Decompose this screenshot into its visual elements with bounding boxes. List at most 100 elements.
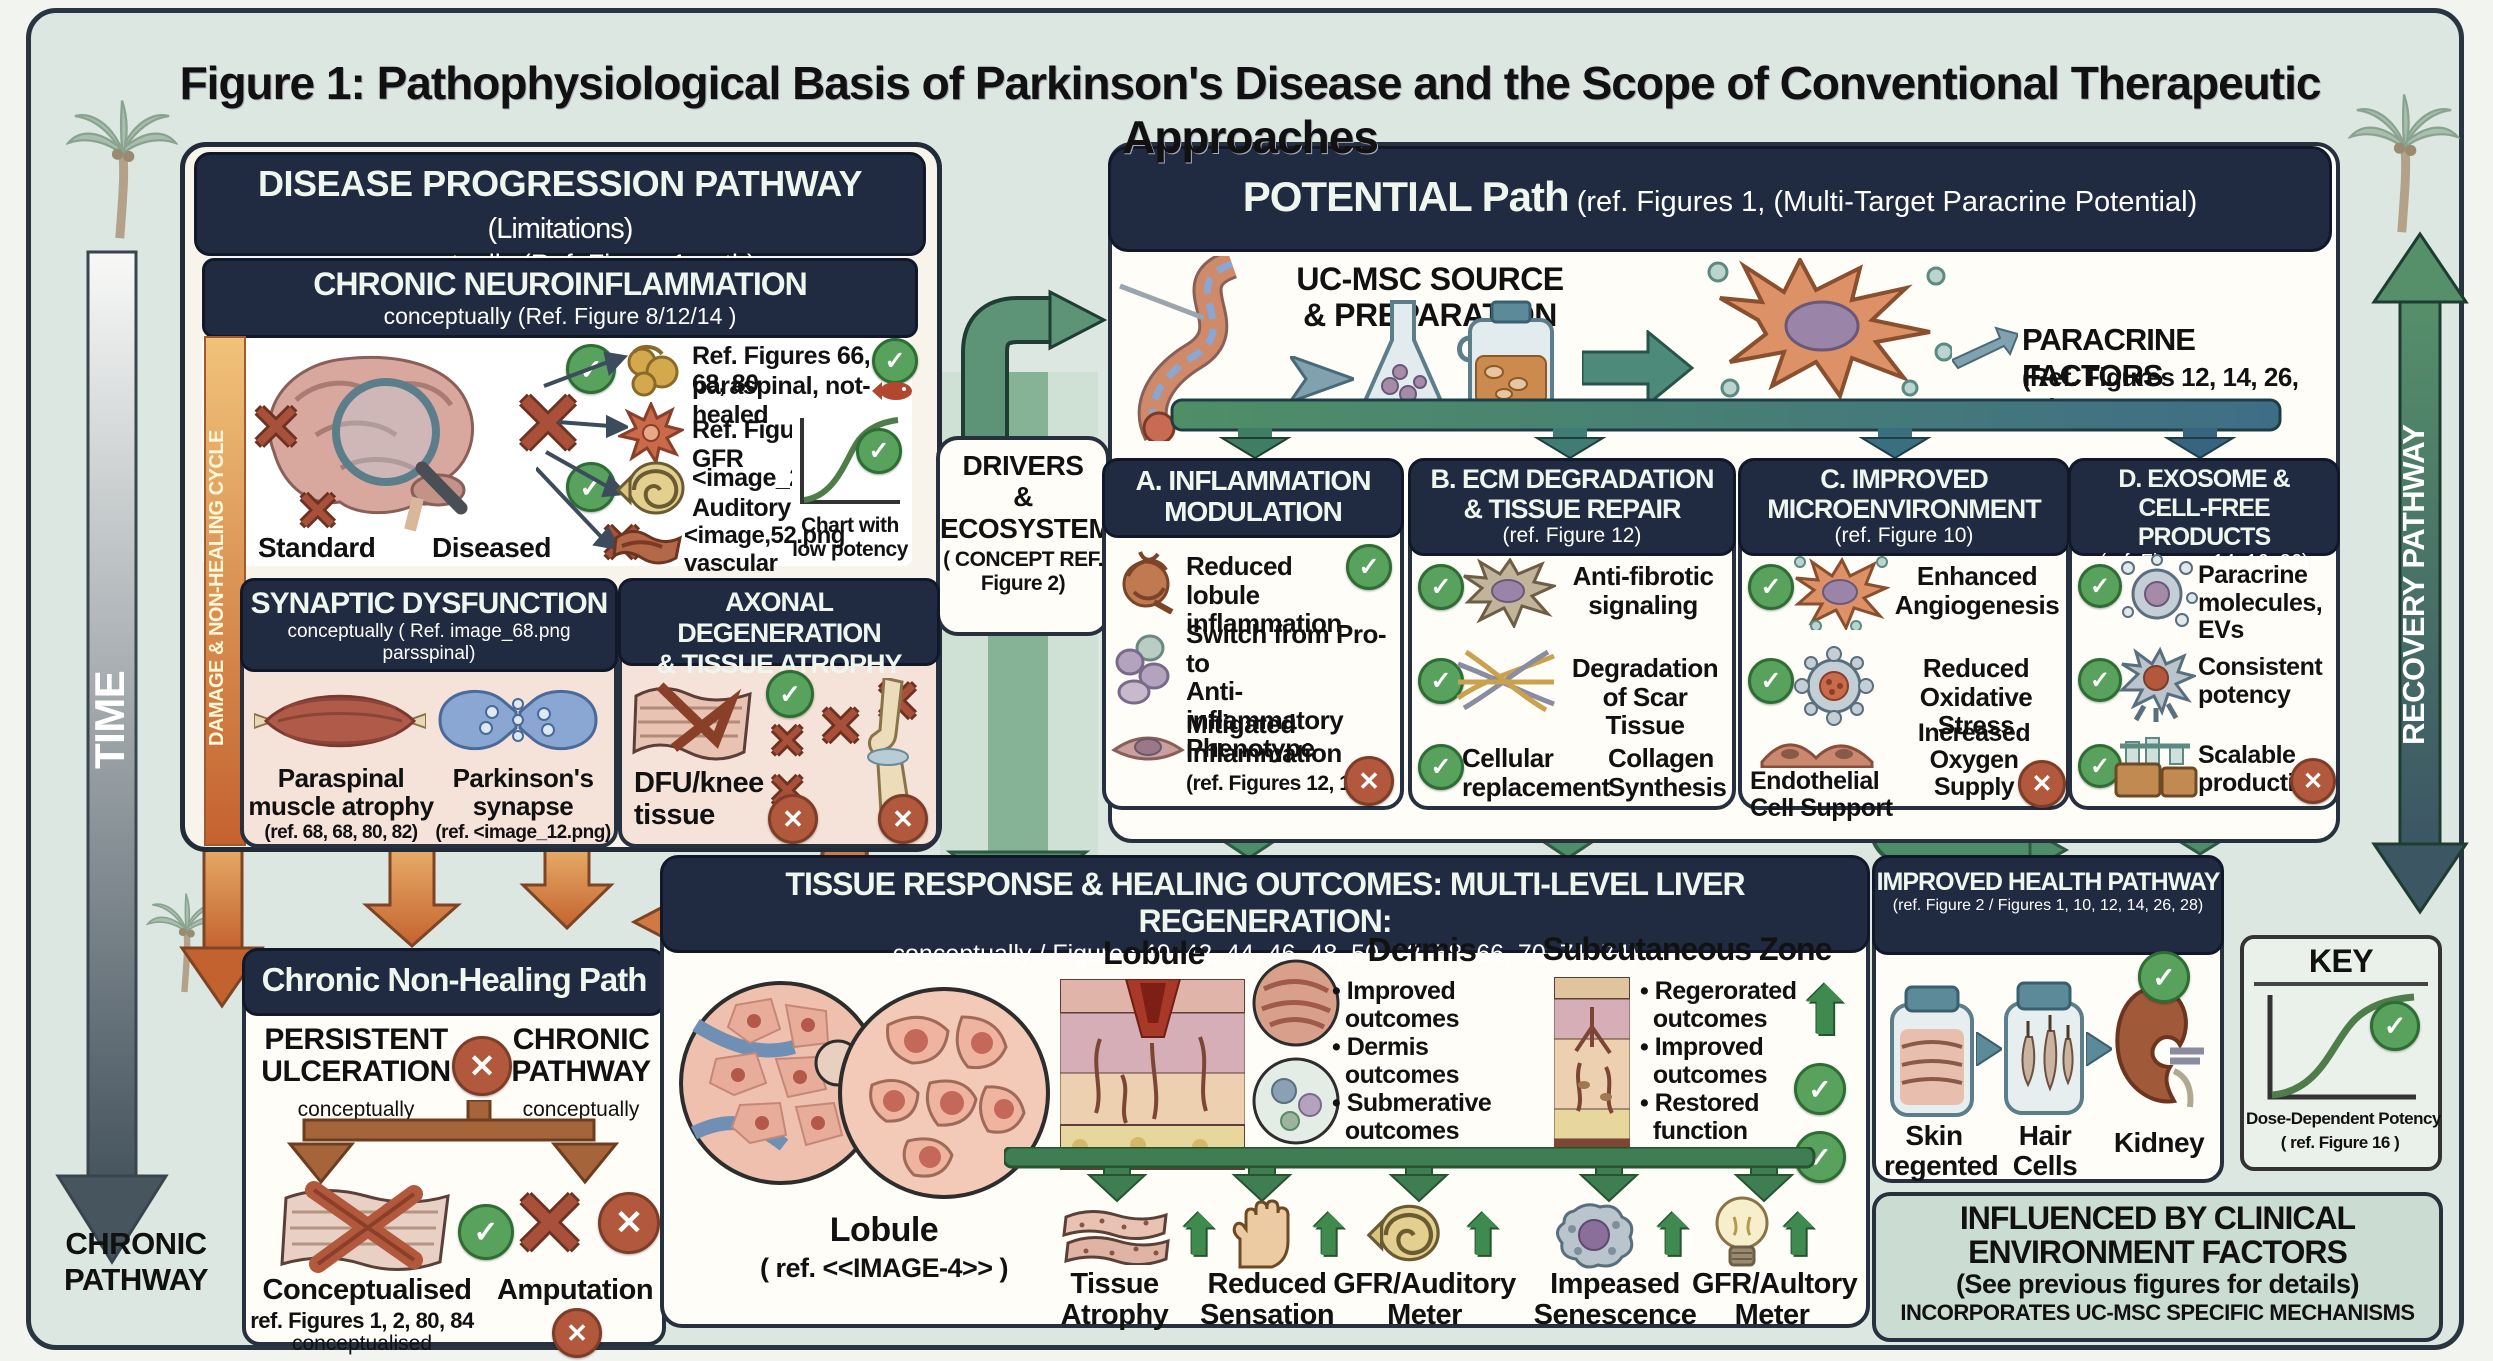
brain-illustration — [267, 355, 475, 532]
wound-cross-section-icon — [1060, 979, 1245, 1170]
panel-b-ref: (ref. Figure 12) — [1502, 524, 1642, 548]
neuro-item-4-text2: vascular — [684, 550, 778, 577]
synaptic-item-1: Paraspinal muscle atrophy — [248, 763, 434, 822]
paraspinal-cells-icon — [627, 345, 679, 397]
production-factory-icon — [2114, 737, 2198, 798]
tissue-response-box: TISSUE RESPONSE & HEALING OUTCOMES: MULT… — [660, 855, 1870, 1331]
chronic-pathway-col-sub: conceptually — [522, 1098, 640, 1121]
brain-diseased-label: Diseased — [432, 532, 551, 563]
chronic-pathway-col-label: CHRONIC PATHWAY — [511, 1023, 651, 1089]
subq-bullets: • Regerorated outcomes • Improved outcom… — [1640, 977, 1797, 1145]
up-arrow-icon — [1460, 1209, 1505, 1263]
tissue-atrophy-icon — [1062, 1210, 1170, 1265]
panel-a-item-1: Reduced lobule inflammation — [1186, 551, 1342, 639]
cross-circle-icon — [1344, 756, 1394, 806]
panel-c-item-1: Enhanced Angiogenesis — [1894, 561, 2060, 620]
brain-cross-icon — [296, 486, 340, 538]
umbilical-cord-icon — [1119, 256, 1238, 441]
improved-health-box: IMPROVED HEALTH PATHWAY (ref. Figure 2 /… — [1872, 855, 2224, 1183]
cross-circle-icon — [2018, 760, 2066, 808]
axonal-box: AXONAL DEGENERATION & TISSUE ATROPHY DFU… — [618, 578, 940, 848]
process-arrow-icon — [1582, 330, 1694, 406]
panel-a-item-3: Mitigated Inflammation — [1186, 709, 1342, 768]
influenced-line3: INCORPORATES UC-MSC SPECIFIC MECHANISMS — [1900, 1300, 2415, 1326]
disease-progression-header: DISEASE PROGRESSION PATHWAY (Limitations… — [194, 152, 926, 279]
disease-progression-title-suffix: (Limitations) — [487, 213, 634, 245]
influenced-line2: (See previous figures for details) — [1955, 1269, 2360, 1300]
step-arrow-icon — [2086, 1032, 2112, 1066]
improved-health-subtitle: (ref. Figure 2 / Figures 1, 10, 12, 14, … — [1892, 897, 2204, 914]
paracrine-factors-label: PARACRINE FACTORS — [2022, 322, 2196, 393]
health-label-3: Kidney — [2113, 1127, 2205, 1158]
potential-header: POTENTIAL Path (ref. Figures 1, (Multi-T… — [1108, 146, 2332, 252]
subq-skin-icon — [1554, 977, 1630, 1153]
synaptic-subtitle: conceptually ( Ref. image_68.png parsspi… — [287, 621, 571, 664]
check-icon — [2078, 658, 2122, 702]
panel-b-title: B. ECM DEGRADATION & TISSUE REPAIR — [1430, 464, 1715, 524]
damage-cycle-label: DAMAGE & NON-HEALING CYCLE — [206, 430, 228, 746]
improved-health-title: IMPROVED HEALTH PATHWAY — [1876, 868, 2221, 896]
immune-cells-icon — [1115, 634, 1170, 705]
synaptic-box: SYNAPTIC DYSFUNCTION conceptually ( Ref.… — [240, 578, 618, 848]
check-icon — [2078, 564, 2122, 608]
cross-circle-icon — [878, 794, 928, 844]
neuroinflammation-title: CHRONIC NEUROINFLAMMATION — [313, 266, 807, 302]
lobule-histology-icon — [679, 981, 1050, 1199]
panel-c-item-3: Endothelial Cell Support — [1750, 767, 1893, 822]
chronic-pathway-label: CHRONIC PATHWAY — [63, 1226, 209, 1297]
neuroinflammation-header: CHRONIC NEUROINFLAMMATION conceptually (… — [202, 258, 918, 338]
check-icon — [1418, 744, 1464, 790]
paracrine-arrow-icon — [1952, 326, 2018, 370]
gfr-starburst-icon — [618, 402, 684, 464]
panel-b-item-3: Cellular replacement — [1462, 743, 1610, 802]
amputation-cross-icon — [512, 1180, 587, 1270]
panel-b-item-1: Anti-fibrotic signaling — [1572, 561, 1714, 620]
prep-arrow-icon — [1290, 356, 1354, 402]
skin-jar-icon — [1890, 985, 1974, 1117]
recovery-pathway-label: RECOVERY PATHWAY — [2396, 424, 2431, 746]
panel-d-item-1: Paracrine molecules, EVs — [2198, 561, 2323, 644]
key-divider — [2254, 982, 2428, 986]
endothelial-icon — [1760, 743, 1874, 768]
panel-b-ecm: B. ECM DEGRADATION & TISSUE REPAIR (ref.… — [1408, 458, 1736, 810]
panel-d-title: D. EXOSOME & CELL-FREE PRODUCTS — [2118, 465, 2290, 551]
panel-a-item-3-ref: (ref. Figures 12, 14) — [1186, 772, 1369, 795]
damage-cycle-band: DAMAGE & NON-HEALING CYCLE — [204, 336, 246, 846]
up-arrow-icon — [1176, 1209, 1221, 1263]
low-potency-caption: Chart with low potency — [792, 514, 908, 561]
up-arrow-icon — [1650, 1209, 1695, 1263]
flask-bottle-icon — [1358, 300, 1554, 412]
key-caption: Dose-Dependent Potency — [2246, 1109, 2441, 1128]
check-icon — [458, 1204, 514, 1260]
branch-connector — [286, 1100, 620, 1185]
influenced-box: INFLUENCED BY CLINICAL ENVIRONMENT FACTO… — [1872, 1192, 2443, 1342]
cross-circle-icon — [552, 1308, 602, 1358]
check-icon — [856, 428, 902, 474]
tissue-response-subtitle: conceptually / Figures 40, 42, 44, 46, 4… — [892, 940, 1638, 968]
outcomes-connector — [1004, 1147, 1816, 1203]
cross-circle-icon — [2290, 758, 2336, 804]
key-title: KEY — [2308, 943, 2374, 979]
hair-jar-icon — [2004, 981, 2084, 1115]
bulb-meter-icon — [1715, 1196, 1769, 1267]
up-arrow-icon — [1798, 979, 1852, 1043]
potential-title: POTENTIAL Path — [1242, 173, 1570, 220]
synaptic-item-2: Parkinson's synapse — [452, 763, 594, 822]
up-arrow-icon — [1306, 1209, 1351, 1263]
check-icon — [1418, 564, 1464, 610]
influenced-line1: INFLUENCED BY CLINICAL ENVIRONMENT FACTO… — [1959, 1200, 2356, 1270]
check-icon — [1748, 658, 1794, 704]
key-box: KEY Dose-Dependent Potency ( ref. Figure… — [2240, 935, 2442, 1171]
atrophied-tissue-icon — [632, 682, 752, 761]
figure-title: Figure 1: Pathophysiological Basis of Pa… — [179, 57, 2322, 163]
health-label-1: Skin regented — [1884, 1120, 1999, 1182]
scar-fibers-icon — [1456, 649, 1555, 713]
brain-callout-arrows — [536, 351, 628, 551]
panel-a-item-2: Switch from Pro- to Anti-inflammatory Ph… — [1186, 619, 1387, 764]
check-icon — [1748, 564, 1794, 610]
health-label-2: Hair Cells — [2012, 1120, 2078, 1182]
outcome-label-4: Impeased Senescence — [1533, 1268, 1697, 1332]
neuro-item-3-text2: Auditory — [692, 494, 791, 522]
brain-cross-icon — [250, 398, 302, 460]
